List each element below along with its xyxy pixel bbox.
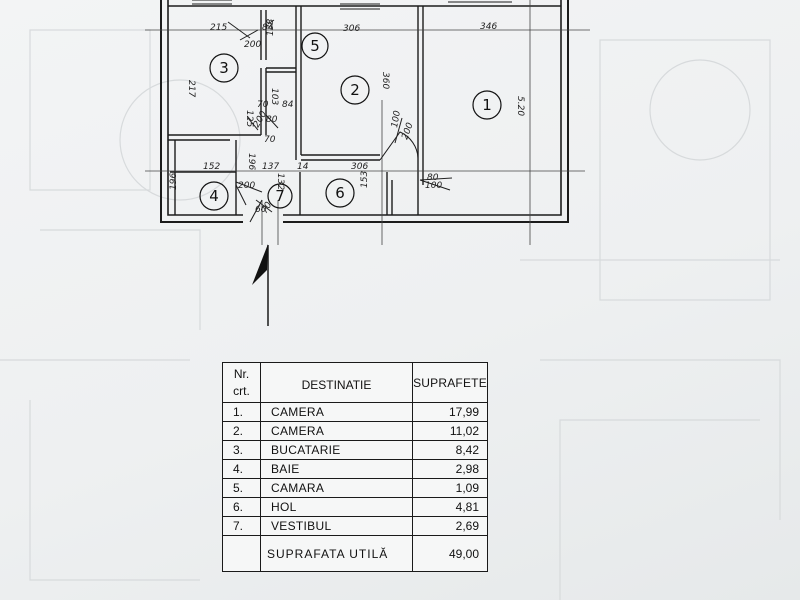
row-suprafata: 2,69 <box>413 517 487 536</box>
row-destinatie: CAMERA <box>261 422 413 441</box>
row-suprafata: 8,42 <box>413 441 487 460</box>
room-number-6: 6 <box>335 184 345 202</box>
total-value: 49,00 <box>448 546 479 561</box>
row-nr: 1. <box>223 403 261 422</box>
dimension-label: 100 <box>390 110 403 129</box>
dimension-label: 306 <box>351 162 368 172</box>
dimension-label: 100 <box>425 181 442 191</box>
row-nr: 6. <box>223 498 261 517</box>
dimension-label: 14 <box>297 162 309 172</box>
room-marker-1: 1 <box>472 90 502 120</box>
row-nr: 5. <box>223 479 261 498</box>
total-label: SUPRAFATA UTILĂ <box>261 536 413 571</box>
dimension-ticks <box>227 19 453 213</box>
dimension-label: 346 <box>480 22 497 32</box>
room-number-2: 2 <box>350 81 360 99</box>
room-marker-7: 7 <box>267 183 293 209</box>
room-number-4: 4 <box>209 187 219 205</box>
interior-walls <box>168 5 561 215</box>
dimension-label: 125 <box>244 110 254 127</box>
room-number-5: 5 <box>310 37 320 55</box>
row-destinatie: BUCATARIE <box>261 441 413 460</box>
header-suprafete: SUPRAFETE <box>413 363 487 403</box>
row-suprafata: 17,99 <box>413 403 487 422</box>
row-suprafata: 1,09 <box>413 479 487 498</box>
row-nr: 3. <box>223 441 261 460</box>
row-destinatie: BAIE <box>261 460 413 479</box>
dimension-label: 70 <box>264 135 276 145</box>
room-number-1: 1 <box>482 96 492 114</box>
dimension-label: 196 <box>246 153 256 170</box>
dimension-label: 152 <box>203 162 220 172</box>
row-suprafata: 11,02 <box>413 422 487 441</box>
dimension-label: 137 <box>262 162 279 172</box>
row-destinatie: CAMERA <box>261 403 413 422</box>
row-destinatie: CAMARA <box>261 479 413 498</box>
north-arrow-icon <box>252 244 269 326</box>
room-number-7: 7 <box>275 187 285 205</box>
dimension-label: 60 <box>255 205 267 215</box>
dimension-label: 80 <box>266 115 278 125</box>
dimension-label: 196 <box>169 173 179 190</box>
windows <box>192 0 512 10</box>
room-marker-4: 4 <box>199 181 229 211</box>
row-destinatie: HOL <box>261 498 413 517</box>
room-number-3: 3 <box>219 59 229 77</box>
room-marker-3: 3 <box>209 53 239 83</box>
dimension-label: 153 <box>360 171 370 188</box>
row-nr: 2. <box>223 422 261 441</box>
exterior-walls <box>160 0 569 223</box>
dimension-label: 138 <box>266 19 276 36</box>
header-nr-crt: Nr. crt. <box>223 363 261 403</box>
dimension-label: 132 <box>275 173 285 190</box>
dimension-labels: 215 84 138 200 306 346 217 103 360 5.20 … <box>169 19 525 216</box>
dimension-label: 360 <box>380 72 390 89</box>
room-markers: 1 2 3 4 5 6 7 <box>199 32 502 211</box>
room-marker-6: 6 <box>325 178 355 208</box>
header-nr-line1: Nr. <box>233 366 250 381</box>
axis-lines <box>145 0 590 245</box>
dimension-label: 306 <box>343 24 360 34</box>
dimension-label: 70 <box>257 100 269 110</box>
dimension-label: 200 <box>238 181 255 191</box>
row-suprafata: 2,98 <box>413 460 487 479</box>
dimension-label: 200 <box>400 121 415 141</box>
dimension-label: 80 <box>427 173 439 183</box>
dimension-label: 215 <box>210 23 227 33</box>
header-nr-line2: crt. <box>233 383 250 398</box>
dimension-label: 217 <box>186 80 196 97</box>
row-nr: 7. <box>223 517 261 536</box>
dimension-label: 5.20 <box>515 96 525 116</box>
dimension-label: 200 <box>244 40 261 50</box>
dimension-label: 84 <box>262 23 274 33</box>
dimension-label: 103 <box>269 88 279 105</box>
room-marker-2: 2 <box>340 75 370 105</box>
row-nr: 4. <box>223 460 261 479</box>
door-swings <box>235 114 451 223</box>
room-marker-5: 5 <box>301 32 329 60</box>
header-destinatie: DESTINATIE <box>261 363 413 403</box>
total-empty-cell <box>223 536 261 571</box>
dimension-label: 84 <box>282 100 294 110</box>
row-destinatie: VESTIBUL <box>261 517 413 536</box>
areas-table: Nr. crt. DESTINATIE SUPRAFETE 1. CAMERA … <box>222 362 488 572</box>
row-suprafata: 4,81 <box>413 498 487 517</box>
